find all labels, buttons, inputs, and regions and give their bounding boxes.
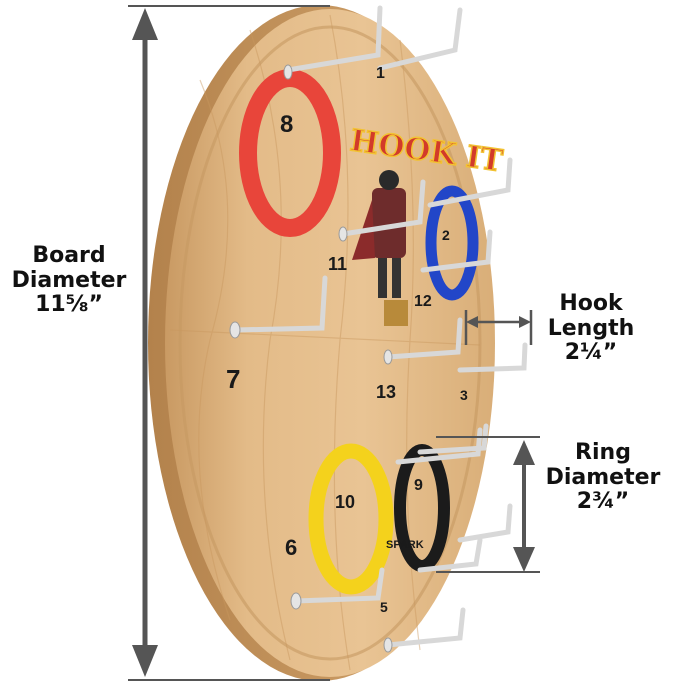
- board-label-line2: Diameter: [11, 267, 127, 293]
- number-11: 11: [328, 254, 347, 274]
- metal-hooks: [232, 5, 528, 648]
- ring-label-line1: Ring: [575, 440, 631, 465]
- ring-label-line2: Diameter: [545, 464, 661, 490]
- number-9: 9: [414, 477, 423, 494]
- number-5: 5: [380, 599, 388, 615]
- number-2: 2: [442, 227, 450, 243]
- number-13: 13: [376, 382, 396, 402]
- mascot-figure: [352, 170, 408, 326]
- blue-ring: [425, 185, 479, 301]
- board-diameter-arrow: [132, 8, 158, 677]
- board-label-value: 11⅝”: [35, 292, 103, 318]
- hook-length-label: Hook Length 2¼”: [536, 291, 646, 366]
- hook-mounts: [229, 64, 393, 653]
- number-12: 12: [414, 293, 432, 310]
- ring-label-value: 2¾”: [576, 489, 630, 515]
- board-diameter-label: Board Diameter 11⅝”: [0, 243, 138, 318]
- number-8: 8: [280, 111, 293, 138]
- number-10: 10: [335, 492, 355, 512]
- brand-text: SPARK: [386, 539, 424, 551]
- board-label-line1: Board: [32, 243, 106, 268]
- hook-length-arrow: [464, 310, 533, 345]
- ring-diameter-label: Ring Diameter 2¾”: [530, 440, 676, 515]
- number-7: 7: [226, 364, 240, 394]
- hook-label-line1: Hook: [559, 291, 623, 316]
- hook-label-line2: Length: [547, 315, 635, 341]
- number-1: 1: [376, 65, 385, 82]
- board-numbers: 1 2 3 5 6 7 8 9 10 11 12 13 SPARK: [226, 65, 468, 615]
- ring-diameter-arrow: [513, 440, 535, 572]
- yellow-ring: [308, 443, 394, 595]
- hook-label-value: 2¼”: [564, 340, 618, 366]
- number-3: 3: [460, 387, 468, 403]
- board-rim: [178, 25, 482, 661]
- number-6: 6: [285, 535, 297, 560]
